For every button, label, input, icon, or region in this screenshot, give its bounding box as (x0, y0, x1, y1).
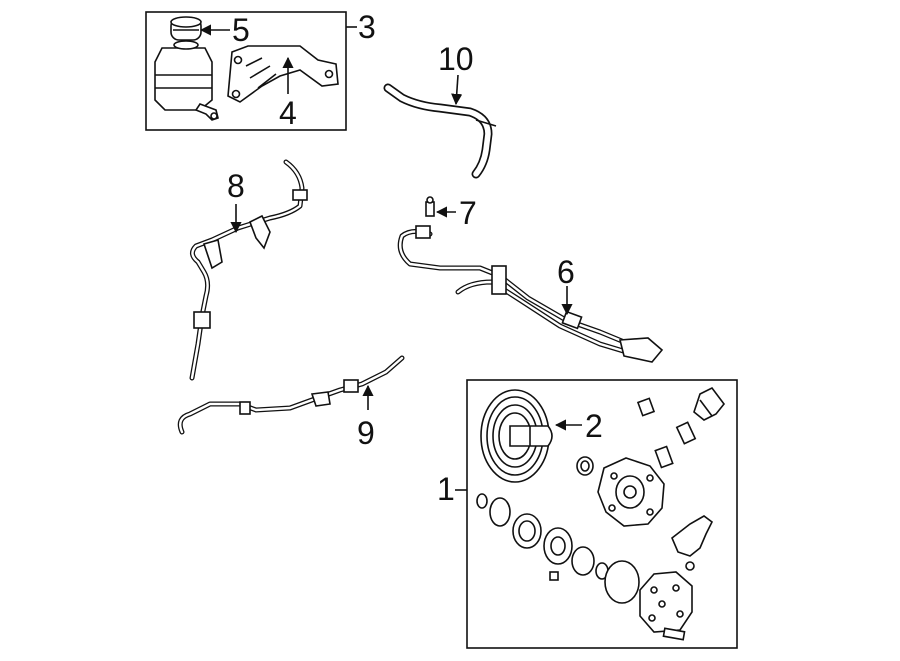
callout-6: 6 (557, 254, 575, 290)
pump-frame (466, 379, 738, 649)
pressure-line-8 (189, 159, 308, 381)
callout-2: 2 (585, 408, 603, 444)
reservoir-group (145, 11, 357, 131)
pump-rear-housing (639, 571, 693, 633)
leader-10 (451, 74, 463, 106)
return-line-9 (177, 355, 405, 435)
callout-3: 3 (358, 9, 376, 45)
pump-fittings (636, 386, 726, 641)
return-hose-10 (383, 74, 497, 179)
pump-pulley (480, 389, 582, 483)
reservoir-cap (170, 16, 202, 50)
pump-seal-parts (476, 456, 640, 604)
pressure-hose-6 (397, 225, 664, 363)
pump-body (597, 457, 665, 527)
callout-9: 9 (357, 415, 375, 451)
callout-8: 8 (227, 168, 245, 204)
reservoir-bracket (227, 45, 339, 103)
callout-1: 1 (437, 471, 455, 507)
callout-7: 7 (459, 195, 477, 231)
fitting-7 (425, 196, 456, 218)
reservoir-tank (154, 47, 219, 121)
pump-group (455, 379, 738, 649)
reservoir-frame (145, 11, 347, 131)
callout-4: 4 (279, 95, 297, 131)
callout-10: 10 (438, 41, 474, 77)
callout-5: 5 (232, 12, 250, 48)
